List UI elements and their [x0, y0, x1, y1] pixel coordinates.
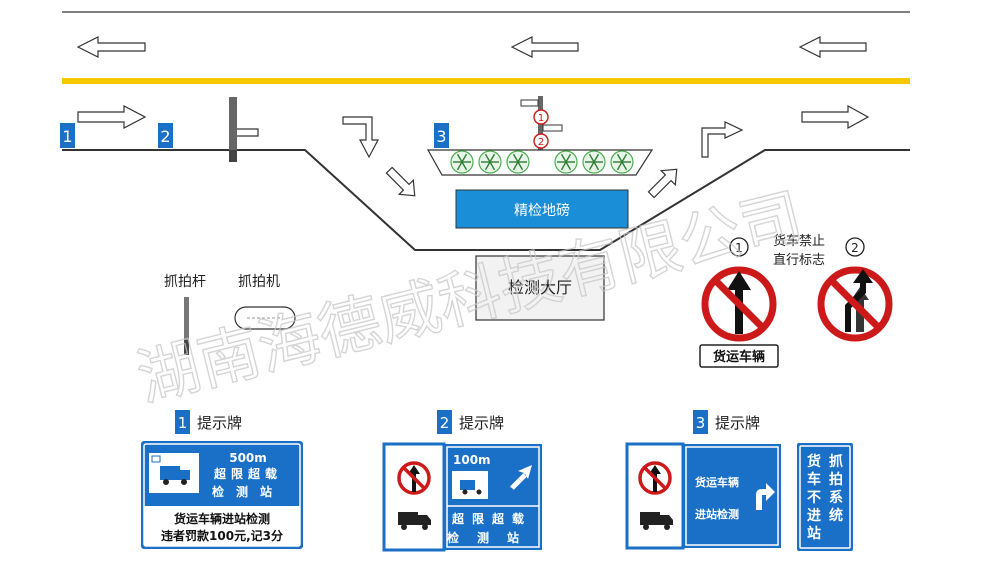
- svg-text:提示牌: 提示牌: [197, 414, 242, 432]
- sign-marker-1: [729, 237, 749, 257]
- legend-camera-label: 抓拍机: [238, 274, 280, 290]
- svg-text:2: 2: [851, 241, 859, 255]
- svg-text:货运车辆: 货运车辆: [713, 349, 765, 365]
- road-bottom-edge: [62, 149, 910, 251]
- left-arrow-icon: [798, 36, 867, 58]
- legend-camera-pole-label: 抓拍杆: [164, 274, 206, 290]
- right-arrow-icon: [77, 105, 147, 129]
- lane-number-3: 3: [434, 123, 449, 148]
- panel-3-heading: 3 提示牌: [693, 410, 760, 434]
- lane-number-2: 2: [158, 123, 173, 148]
- lane-number-1: 1: [60, 123, 75, 148]
- sign-caption-line2: 直行标志: [773, 253, 825, 268]
- marker-circle-1: [533, 109, 549, 125]
- vertical-sign-char: 拍: [829, 471, 843, 488]
- svg-text:500m: 500m: [229, 451, 267, 465]
- no-straight-signs: 1 2 货车禁止 直行标志 货运车辆: [699, 233, 893, 368]
- inspection-hall: 检测大厅: [475, 255, 605, 321]
- camera-pole-icon: [184, 297, 189, 355]
- diagonal-down-arrow-icon: [385, 166, 416, 197]
- turn-up-right-arrow-icon: [701, 121, 744, 158]
- panel-3-left: [625, 442, 685, 550]
- vertical-sign-char: 统: [829, 507, 843, 524]
- panel-1: 1 提示牌 500m 超限超载 检测站 货运车辆进站检测 违者罚款100元,记3…: [141, 410, 303, 549]
- fan-icon: [610, 150, 634, 174]
- inspection-platform: [426, 149, 654, 176]
- svg-text:100m: 100m: [453, 453, 491, 467]
- left-arrow-icon: [510, 36, 579, 58]
- fine-inspection-pit: 精检地磅: [455, 189, 629, 229]
- svg-text:提示牌: 提示牌: [715, 414, 760, 432]
- fan-icon: [478, 150, 502, 174]
- vertical-sign-char: 不: [807, 490, 821, 506]
- panel-3-board: [683, 444, 781, 548]
- scale-truck-icon: [149, 453, 199, 493]
- svg-text:检测大厅: 检测大厅: [508, 278, 572, 297]
- fan-icon: [554, 150, 578, 174]
- svg-text:货运车辆: 货运车辆: [694, 475, 739, 489]
- truck-icon: [398, 512, 431, 530]
- fan-icon: [582, 150, 606, 174]
- turn-right-arrow-icon: [756, 483, 775, 510]
- panel-2-heading: 2 提示牌: [437, 410, 504, 434]
- svg-text:2: 2: [160, 127, 170, 146]
- svg-text:3: 3: [436, 127, 446, 146]
- goods-vehicle-plate: 货运车辆: [699, 344, 779, 368]
- road: 1 2 3 1 2: [60, 11, 910, 321]
- svg-text:货运车辆进站检测: 货运车辆进站检测: [174, 511, 270, 526]
- legend: 抓拍杆 抓拍机: [164, 274, 296, 355]
- no-straight-sign-icon: [701, 266, 777, 342]
- vertical-sign-char: 站: [807, 525, 821, 542]
- camera-pole-icon: [229, 97, 259, 162]
- right-arrow-icon: [801, 104, 870, 130]
- no-straight-bend-sign-icon: [817, 266, 893, 342]
- svg-text:违者罚款100元,记3分: 违者罚款100元,记3分: [161, 528, 283, 543]
- svg-text:3: 3: [696, 414, 706, 432]
- svg-text:超限超载: 超限超载: [451, 511, 532, 526]
- panel-1-heading: 1 提示牌: [175, 410, 242, 434]
- left-arrow-icon: [76, 36, 146, 58]
- svg-text:1: 1: [178, 414, 188, 432]
- diagonal-up-arrow-icon: [647, 168, 678, 199]
- svg-text:检测站: 检测站: [447, 530, 537, 545]
- fan-icon: [506, 150, 530, 174]
- up-right-arrow-icon: [510, 465, 532, 490]
- sign-pole-icon: 1 2: [520, 96, 563, 167]
- vertical-sign: [797, 443, 853, 551]
- center-yellow-line: [62, 78, 910, 84]
- svg-text:超限超载: 超限超载: [213, 466, 282, 481]
- vertical-sign-char: 抓: [829, 453, 843, 470]
- no-straight-sign-icon: [397, 461, 431, 495]
- svg-text:2: 2: [440, 414, 450, 432]
- turn-down-arrow-icon: [342, 116, 379, 159]
- svg-text:2: 2: [538, 137, 544, 148]
- svg-text:1: 1: [62, 127, 72, 146]
- svg-text:进站检测: 进站检测: [695, 507, 739, 521]
- no-straight-sign-icon: [638, 461, 672, 495]
- vertical-sign-char: 车: [807, 471, 821, 488]
- sign-caption-line1: 货车禁止: [773, 233, 825, 249]
- svg-text:精检地磅: 精检地磅: [514, 202, 570, 219]
- svg-text:1: 1: [538, 113, 544, 124]
- svg-text:1: 1: [735, 241, 743, 255]
- truck-icon: [640, 512, 673, 530]
- panel-2: 2 提示牌 100m 超限超载 检测站: [382, 410, 542, 552]
- svg-text:检测站: 检测站: [212, 484, 284, 499]
- svg-text:提示牌: 提示牌: [459, 414, 504, 432]
- scale-truck-icon: [452, 471, 488, 499]
- sign-marker-2: [845, 237, 865, 257]
- marker-circle-2: [533, 133, 549, 149]
- vertical-sign-char: 货: [806, 453, 821, 470]
- vertical-sign-char: 系: [829, 489, 843, 506]
- fan-icon: [450, 150, 474, 174]
- vertical-sign-char: 进: [807, 508, 821, 524]
- camera-icon: [234, 306, 296, 330]
- panel-2-left: [382, 442, 446, 552]
